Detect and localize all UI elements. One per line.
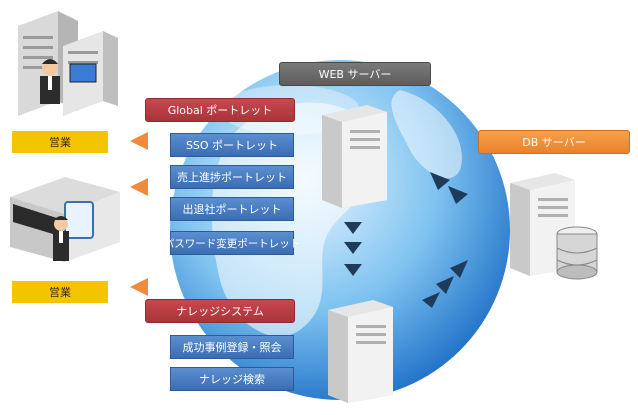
database-icon xyxy=(556,226,598,280)
portlet-item: 売上進捗ポートレット xyxy=(170,165,294,189)
web-server-icon xyxy=(322,105,387,208)
web-server-label: WEB サーバー xyxy=(279,62,431,86)
store-building-icon xyxy=(10,177,120,262)
portlet-item: パスワード変更ポートレット xyxy=(164,231,300,255)
arrow-left-icon xyxy=(130,132,148,150)
arrow-left-icon xyxy=(130,178,148,196)
arrow-left-icon xyxy=(130,278,148,296)
global-portlet-header: Global ポートレット xyxy=(145,98,295,122)
down-arrows-icon xyxy=(344,222,362,276)
double-arrow-icon xyxy=(422,260,468,308)
double-arrow-icon xyxy=(430,172,468,204)
knowledge-server-icon xyxy=(328,300,393,403)
knowledge-item: 成功事例登録・照会 xyxy=(170,335,294,359)
portlet-item: SSO ポートレット xyxy=(170,133,294,157)
sales-label-top: 営業 xyxy=(12,131,108,153)
sales-label-bottom: 営業 xyxy=(12,281,108,303)
knowledge-system-header: ナレッジシステム xyxy=(145,299,295,323)
db-server-label: DB サーバー xyxy=(478,130,630,154)
knowledge-item: ナレッジ検索 xyxy=(170,367,294,391)
portlet-item: 出退社ポートレット xyxy=(170,197,294,221)
office-building-icon xyxy=(18,11,118,116)
